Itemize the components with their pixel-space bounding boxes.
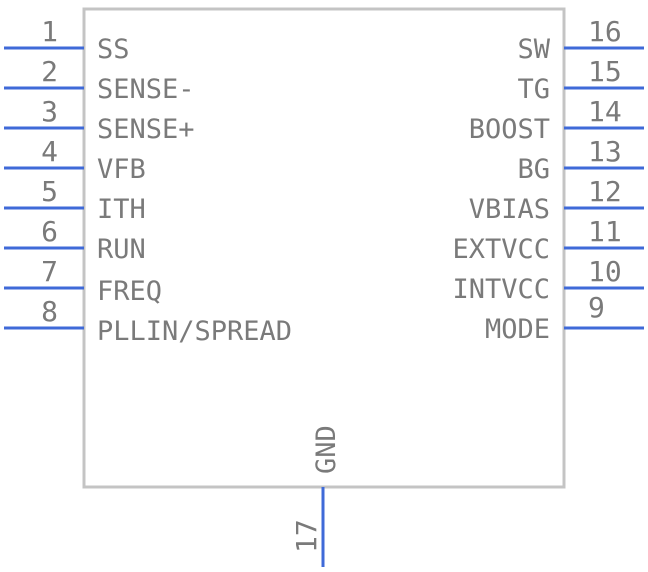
pin-4-number: 4 bbox=[41, 135, 58, 168]
pin-7-name: FREQ bbox=[97, 276, 162, 307]
pin-12-name: VBIAS bbox=[469, 194, 550, 225]
pin-16-number: 16 bbox=[588, 15, 622, 48]
pin-17-number: 17 bbox=[290, 519, 323, 553]
left-pin-group: 1 SS 2 SENSE- 3 SENSE+ 4 VFB 5 ITH 6 RUN… bbox=[4, 15, 292, 347]
pin-14-name: BOOST bbox=[469, 114, 550, 145]
pin-3-number: 3 bbox=[41, 95, 58, 128]
pin-13-name: BG bbox=[517, 154, 550, 185]
pin-4-name: VFB bbox=[97, 154, 146, 185]
pin-8-name: PLLIN/SPREAD bbox=[97, 316, 292, 347]
pin-5-number: 5 bbox=[41, 175, 58, 208]
pin-9-number: 9 bbox=[588, 291, 605, 324]
bottom-pin-group: 17 GND bbox=[290, 425, 342, 567]
pin-2-number: 2 bbox=[41, 55, 58, 88]
pin-6-name: RUN bbox=[97, 234, 146, 265]
pin-16-name: SW bbox=[517, 34, 550, 65]
pin-8-number: 8 bbox=[41, 295, 58, 328]
pin-11-name: EXTVCC bbox=[452, 234, 550, 265]
pin-12-number: 12 bbox=[588, 175, 622, 208]
pin-1-name: SS bbox=[97, 34, 130, 65]
pin-11-number: 11 bbox=[588, 215, 622, 248]
pin-5-name: ITH bbox=[97, 194, 146, 225]
pin-9-name: MODE bbox=[485, 314, 550, 345]
pin-2-name: SENSE- bbox=[97, 74, 195, 105]
right-pin-group: 16 SW 15 TG 14 BOOST 13 BG 12 VBIAS 11 E… bbox=[452, 15, 644, 345]
pin-10-number: 10 bbox=[588, 255, 622, 288]
pin-13-number: 13 bbox=[588, 135, 622, 168]
pin-1-number: 1 bbox=[41, 15, 58, 48]
pin-10-name: INTVCC bbox=[452, 274, 550, 305]
pin-17-name: GND bbox=[311, 425, 342, 474]
pin-15-name: TG bbox=[517, 74, 550, 105]
pin-15-number: 15 bbox=[588, 55, 622, 88]
pin-14-number: 14 bbox=[588, 95, 622, 128]
pin-3-name: SENSE+ bbox=[97, 114, 195, 145]
pin-6-number: 6 bbox=[41, 215, 58, 248]
pin-7-number: 7 bbox=[41, 255, 58, 288]
